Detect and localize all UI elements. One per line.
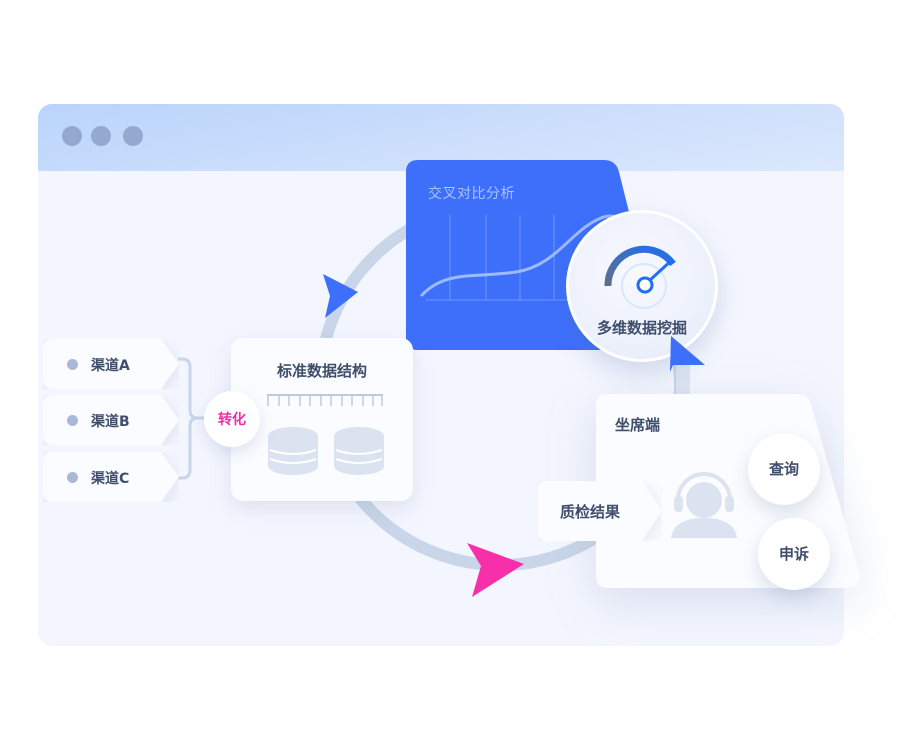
channel-a[interactable]: 渠道A bbox=[43, 339, 179, 389]
qc-result-label: 质检结果 bbox=[560, 503, 621, 521]
arrow-pink-icon bbox=[467, 543, 524, 597]
channel-dot-icon bbox=[67, 415, 78, 426]
appeal-label: 申诉 bbox=[778, 545, 809, 563]
agent-panel-title: 坐席端 bbox=[615, 416, 661, 434]
arrow-blue-right-icon bbox=[670, 336, 705, 372]
channel-label: 渠道B bbox=[91, 414, 130, 430]
window-dot-icon bbox=[62, 126, 82, 146]
channel-dot-icon bbox=[67, 359, 78, 370]
query-label: 查询 bbox=[768, 460, 799, 478]
channel-c[interactable]: 渠道C bbox=[43, 452, 179, 502]
qc-result-tag[interactable]: 质检结果 bbox=[538, 481, 662, 541]
ruler-icon bbox=[267, 394, 383, 406]
channel-dot-icon bbox=[67, 472, 78, 483]
convert-node[interactable]: 转化 bbox=[204, 391, 260, 447]
channel-label: 渠道C bbox=[91, 471, 130, 487]
std-structure-title: 标准数据结构 bbox=[276, 362, 367, 380]
window-titlebar bbox=[38, 104, 844, 171]
channel-label: 渠道A bbox=[91, 358, 130, 374]
headset-agent-icon bbox=[671, 472, 737, 538]
mining-label: 多维数据挖掘 bbox=[596, 319, 687, 337]
database-icon bbox=[334, 427, 384, 475]
multi-dim-mining-node[interactable]: 多维数据挖掘 bbox=[566, 210, 718, 362]
arrow-blue-left-icon bbox=[323, 274, 358, 318]
channel-b[interactable]: 渠道B bbox=[43, 395, 179, 445]
database-icon bbox=[268, 427, 318, 475]
query-button[interactable]: 查询 bbox=[748, 433, 820, 505]
window-dot-icon bbox=[123, 126, 143, 146]
appeal-button[interactable]: 申诉 bbox=[758, 518, 830, 590]
gauge-icon bbox=[604, 245, 676, 309]
standard-data-structure-card[interactable]: 标准数据结构 bbox=[231, 338, 413, 501]
cross-analysis-title: 交叉对比分析 bbox=[428, 186, 515, 202]
convert-label: 转化 bbox=[218, 412, 246, 428]
window-dot-icon bbox=[91, 126, 111, 146]
